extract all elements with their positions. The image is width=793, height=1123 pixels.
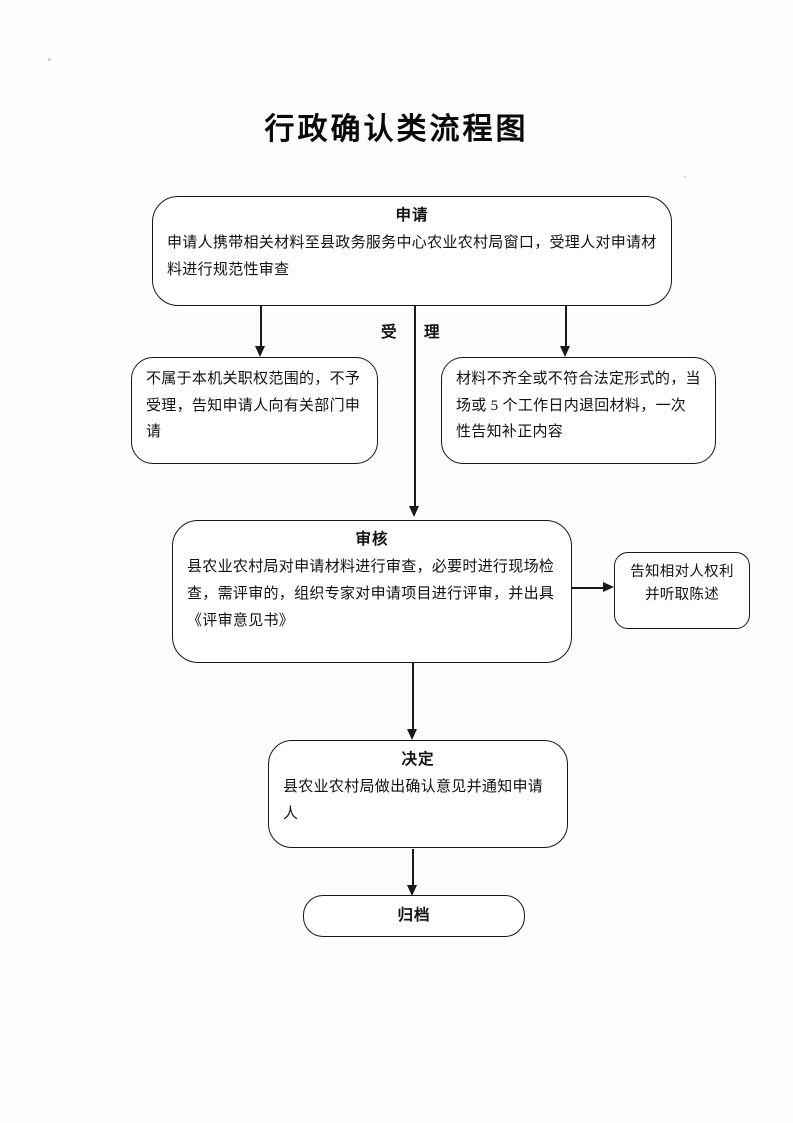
scan-speck xyxy=(48,58,51,61)
node-archive-title: 归档 xyxy=(397,906,431,924)
node-supplement-body: 材料不齐全或不符合法定形式的，当场或 5 个工作日内退回材料，一次性告知补正内容 xyxy=(456,371,701,441)
connector-apply-to-supplement-line xyxy=(565,306,567,348)
arrow-down-icon xyxy=(406,885,417,896)
node-review: 审核 县农业农村局对申请材料进行审查，必要时进行现场检查，需评审的，组织专家对申… xyxy=(172,520,572,663)
connector-review-to-notify-line xyxy=(572,587,606,589)
node-review-title: 审核 xyxy=(355,531,389,548)
connector-decision-to-archive-line xyxy=(412,849,414,887)
node-supplement: 材料不齐全或不符合法定形式的，当场或 5 个工作日内退回材料，一次性告知补正内容 xyxy=(441,357,716,464)
node-notify: 告知相对人权利并听取陈述 xyxy=(614,552,750,629)
node-decision-title: 决定 xyxy=(401,751,435,768)
node-reject: 不属于本机关职权范围的，不予受理，告知申请人向有关部门申请 xyxy=(131,357,378,464)
arrow-down-icon xyxy=(254,346,265,357)
node-apply: 申请 申请人携带相关材料至县政务服务中心农业农村局窗口，受理人对申请材料进行规范… xyxy=(152,196,672,306)
page-title: 行政确认类流程图 xyxy=(264,113,529,146)
node-apply-body: 申请人携带相关材料至县政务服务中心农业农村局窗口，受理人对申请材料进行规范性审查 xyxy=(167,235,657,279)
node-review-body: 县农业农村局对申请材料进行审查，必要时进行现场检查，需评审的，组织专家对申请项目… xyxy=(187,559,555,629)
arrow-down-icon xyxy=(406,729,417,740)
node-decision: 决定 县农业农村局做出确认意见并通知申请人 xyxy=(268,740,568,848)
connector-apply-to-review-line xyxy=(414,306,416,508)
scan-speck xyxy=(684,176,686,178)
connector-apply-to-reject-line xyxy=(260,306,262,348)
stage-label-accept-char1: 受 xyxy=(381,324,398,341)
node-decision-body: 县农业农村局做出确认意见并通知申请人 xyxy=(283,779,544,823)
arrow-down-icon xyxy=(559,346,570,357)
node-apply-title: 申请 xyxy=(395,207,429,224)
node-reject-body: 不属于本机关职权范围的，不予受理，告知申请人向有关部门申请 xyxy=(146,371,361,441)
node-archive: 归档 xyxy=(303,895,525,937)
connector-review-to-decision-line xyxy=(412,663,414,731)
arrow-down-icon xyxy=(408,506,419,517)
node-notify-body: 告知相对人权利并听取陈述 xyxy=(630,564,734,604)
stage-label-accept-char2: 理 xyxy=(424,324,441,341)
arrow-right-icon xyxy=(603,582,614,592)
